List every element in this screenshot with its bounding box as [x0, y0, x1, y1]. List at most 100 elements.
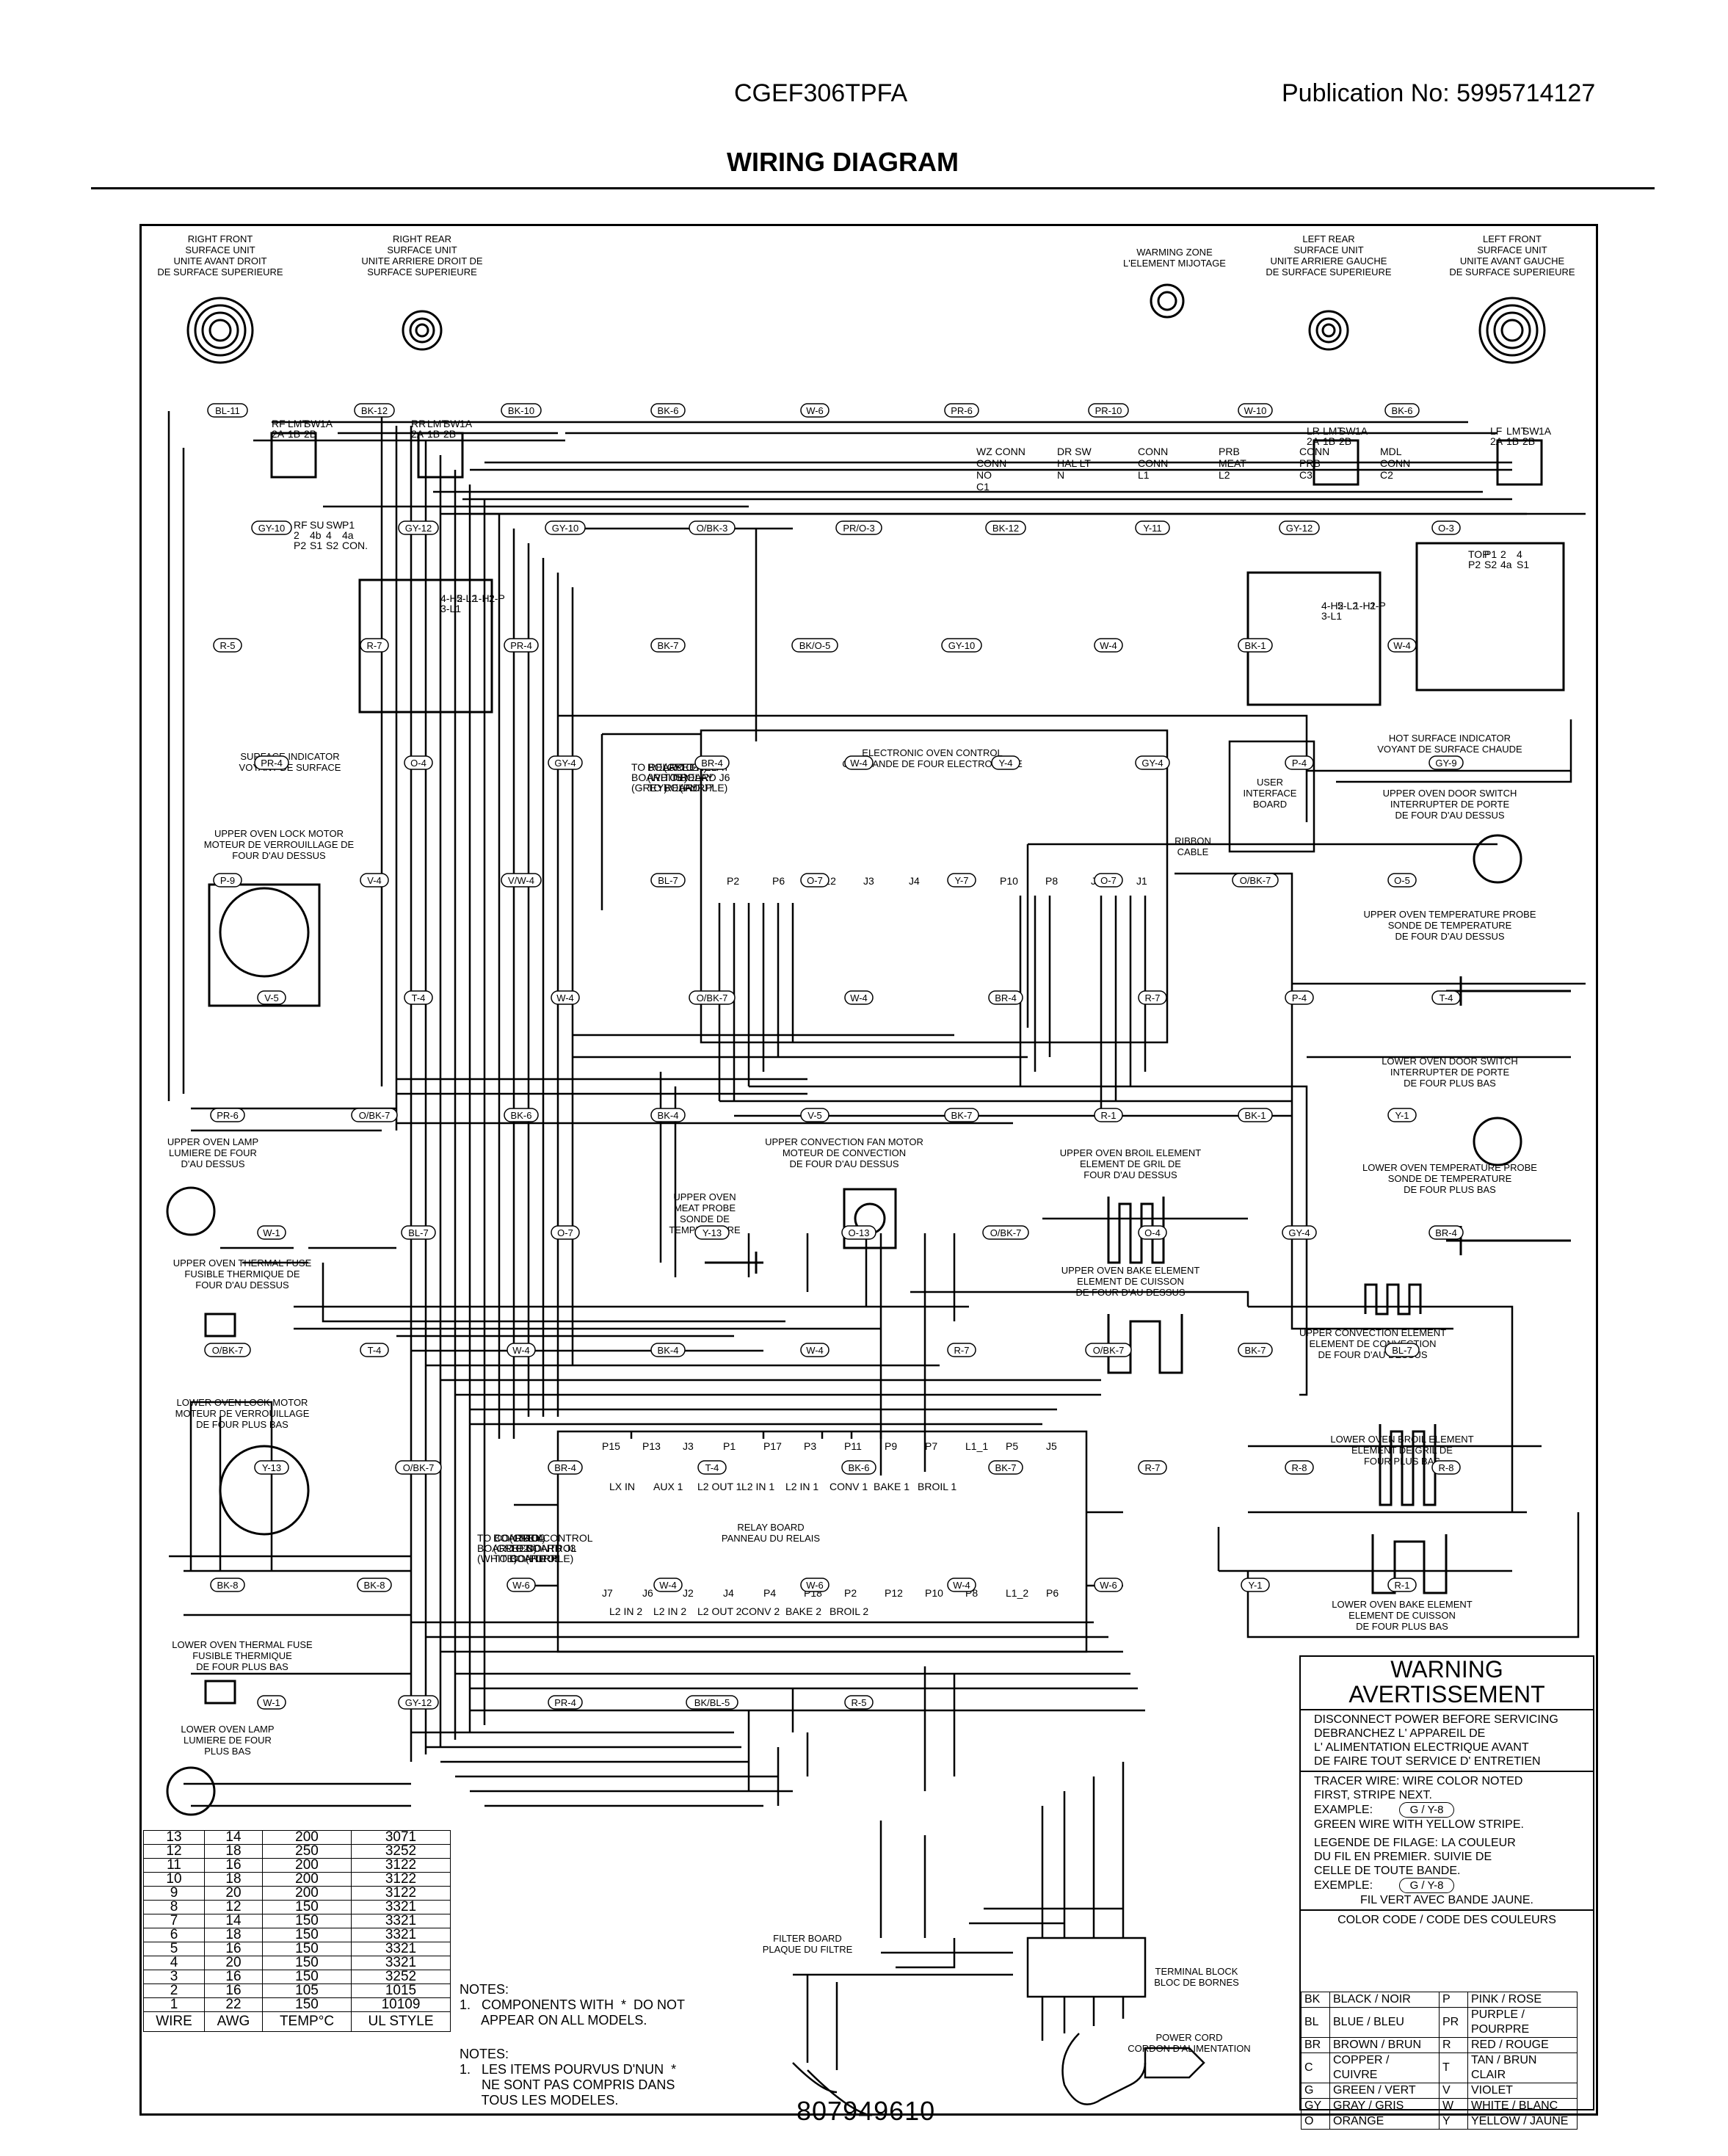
wire-table-cell: 150: [262, 1942, 352, 1956]
wire-tag-label: BK-8: [217, 1580, 239, 1591]
wire-tag-label: GY-12: [405, 1697, 432, 1708]
wire-table-cell: 6: [143, 1928, 205, 1942]
wire-tag-label: GY-9: [1435, 758, 1456, 769]
terminal-label-rf-su-sw: P2: [294, 540, 306, 551]
wire-table-cell: 1: [143, 1997, 205, 2012]
wire-tag: R-7: [1138, 1460, 1167, 1475]
wire-tag: BL-7: [650, 873, 686, 888]
wire-tag-label: R-1: [1395, 1580, 1410, 1591]
component-label-lo-temp-probe: LOWER OVEN TEMPERATURE PROBE: [1362, 1162, 1537, 1173]
uo-broil-element-icon: [1107, 1197, 1165, 1264]
component-label-user-interface: USER: [1257, 777, 1283, 788]
wire-tag: Y-7: [947, 873, 976, 888]
color-code-cell: COPPER / CUIVRE: [1329, 2052, 1440, 2083]
component-label-lo-door-switch: LOWER OVEN DOOR SWITCH: [1382, 1056, 1518, 1067]
component-label-lo-lamp: LUMIERE DE FOUR: [184, 1735, 272, 1746]
terminal-label-rr-switch: 1A: [460, 418, 473, 429]
wire-tag: O-4: [1138, 1225, 1167, 1240]
terminal-label-to-control: TO CONTROL: [509, 1542, 577, 1554]
warning-title: WARNING: [1390, 1656, 1503, 1683]
terminal-label-connectors: CONN: [1380, 457, 1410, 469]
color-code-cell: V: [1439, 2083, 1468, 2099]
wire-table-cell: 150: [262, 1914, 352, 1928]
wire-tag: O/BK-7: [395, 1460, 442, 1475]
component-label-uo-bake: ELEMENT DE CUISSON: [1077, 1276, 1184, 1287]
lo-thermal-fuse-icon: [204, 1680, 236, 1705]
wire-tag-label: Y-13: [703, 1227, 722, 1238]
wire-tag-label: PR-6: [217, 1110, 239, 1121]
wire-table-cell: 250: [262, 1844, 352, 1859]
wire-tag: BK-1: [1238, 638, 1273, 653]
wire-table-cell: 14: [204, 1914, 263, 1928]
wire-tag: W-4: [844, 755, 874, 770]
wire-tag: GY-10: [545, 520, 586, 535]
component-label-lf-surface: LEFT FRONT: [1483, 233, 1542, 244]
wire-tag-label: BK-4: [658, 1110, 679, 1121]
terminal-label-to-relay: (WHITE): [647, 772, 687, 783]
wire-tag: GY-4: [1135, 755, 1170, 770]
component-label-user-interface: INTERFACE: [1244, 788, 1297, 799]
terminal-label-eoc-ports: P2: [727, 875, 739, 887]
terminal-label-lf-switch: 1A: [1539, 425, 1552, 437]
wire-tag-label: Y-7: [954, 875, 968, 886]
wire-tag-label: R-1: [1101, 1110, 1117, 1121]
color-code-cell: Y: [1439, 2113, 1468, 2130]
component-label-uo-lock-motor: FOUR D'AU DESSUS: [232, 850, 326, 861]
component-label-uo-temp-probe: UPPER OVEN TEMPERATURE PROBE: [1363, 909, 1536, 920]
wire-tag-label: O/BK-7: [990, 1227, 1022, 1238]
wire-tag: W-4: [947, 1578, 976, 1592]
lo-temp-probe-icon: [1446, 1226, 1571, 1255]
wire-table-cell: 16: [204, 1970, 263, 1984]
terminal-label-lf-sw: TOP: [1468, 548, 1489, 560]
wire-tag: O/BK-3: [689, 520, 736, 535]
wire-table-cell: 150: [262, 1970, 352, 1984]
wire-tag: BR-4: [1428, 1225, 1464, 1240]
wire-tag-label: GY-10: [552, 523, 578, 534]
component-label-uo-meat-probe: MEAT PROBE: [674, 1202, 736, 1213]
wire-tag-label: BK-7: [1245, 1345, 1266, 1356]
component-label-uo-lamp: D'AU DESSUS: [181, 1158, 244, 1169]
terminal-label-eoc-ports: J3: [863, 875, 874, 887]
wire-tag: PR-4: [254, 755, 289, 770]
notes-fr-line: NE SONT PAS COMPRIS DANS: [460, 2077, 675, 2092]
terminal-label-relay-ports: J3: [683, 1440, 694, 1452]
wire-table-cell: 3122: [351, 1886, 451, 1901]
terminal-label-to-control: BOARD P2: [477, 1542, 529, 1554]
wire-tag: BK-12: [354, 403, 395, 418]
color-code-cell: P: [1439, 1992, 1468, 2008]
wire-tag: GY-10: [941, 638, 982, 653]
wire-tag-label: T-4: [368, 1345, 382, 1356]
component-label-relay-board: PANNEAU DU RELAIS: [722, 1533, 820, 1544]
meat-probe-icon: [705, 1252, 763, 1274]
wire-tag: W-10: [1238, 403, 1273, 418]
wire-table-header-cell: WIRE: [143, 2011, 205, 2032]
wire-tag: PR-4: [504, 638, 539, 653]
wire-tag: PR-6: [210, 1108, 245, 1122]
component-label-uo-temp-probe: DE FOUR D'AU DESSUS: [1395, 931, 1504, 942]
wire-table-cell: 200: [262, 1872, 352, 1887]
wire-table-cell: 3321: [351, 1900, 451, 1914]
wire-tag-label: O-7: [557, 1227, 573, 1238]
terminal-label-relay-ports: P7: [925, 1440, 937, 1452]
wire-tag-label: BL-7: [408, 1227, 428, 1238]
component-label-lr-surface: LEFT REAR: [1302, 233, 1354, 244]
component-label-rr-surface: RIGHT REAR: [393, 233, 451, 244]
wire-table-cell: 3122: [351, 1872, 451, 1887]
wire-tag: T-4: [360, 1343, 389, 1357]
wire-table-cell: 3122: [351, 1858, 451, 1873]
terminal-label-relay-ports: J7: [602, 1587, 613, 1599]
terminal-label-relay-pins: L2 IN 1: [741, 1481, 774, 1492]
wire-tag: W-4: [1387, 638, 1417, 653]
wire-tag-label: PR-4: [510, 640, 532, 651]
terminal-label-relay-ports: P12: [885, 1587, 903, 1599]
wire-tag: BL-11: [207, 403, 248, 418]
wire-tag: BL-7: [1384, 1343, 1420, 1357]
wire-tag-label: GY-4: [1288, 1227, 1310, 1238]
color-code-cell: GRAY / GRIS: [1329, 2098, 1440, 2114]
wire-tag: Y-4: [991, 755, 1020, 770]
wire-tag-label: R-7: [954, 1345, 970, 1356]
wire-tag-label: Y-1: [1248, 1580, 1262, 1591]
terminal-label-to-control: BOARD J3: [526, 1542, 576, 1554]
terminal-label-lf-sw: P1: [1484, 548, 1497, 560]
